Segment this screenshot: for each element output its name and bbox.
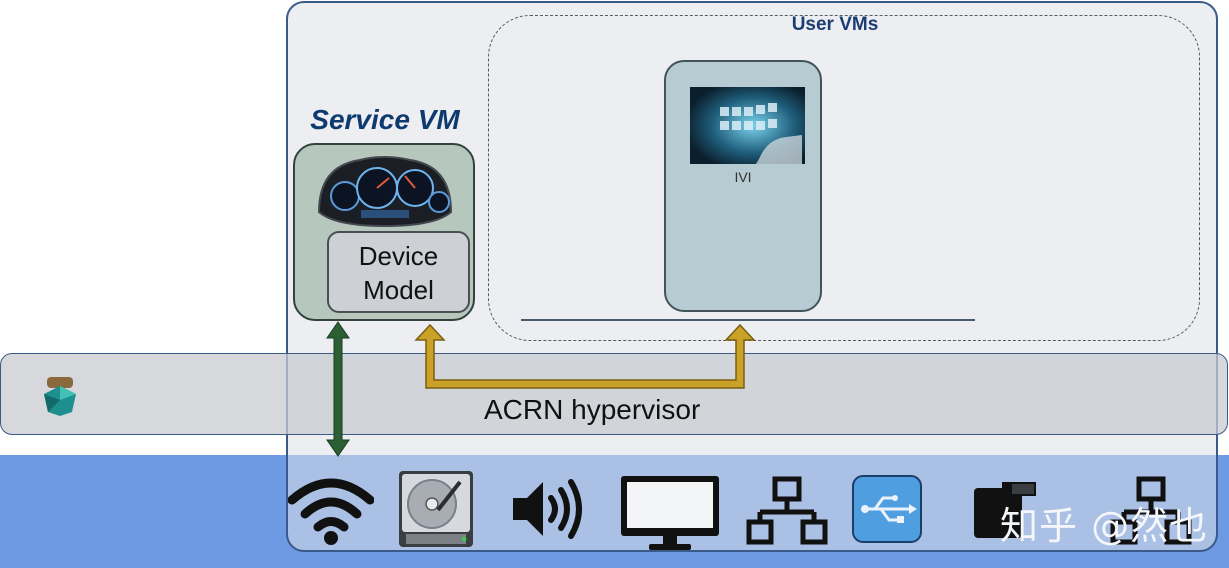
device-model-line2: Model [363, 275, 434, 305]
hypervisor-band [0, 353, 1228, 435]
speaker-icon [513, 479, 582, 539]
camera-icon [974, 482, 1036, 538]
ivi-screen-icon [690, 87, 805, 164]
watermark-text: 知乎 @然也 [1000, 504, 1209, 548]
device-model-line1: Device [358, 241, 439, 271]
ivi-label: IVI [734, 169, 752, 185]
device-model-box: Device Model [327, 231, 470, 313]
network-icon [746, 476, 828, 545]
service-vm-title: Service VM [310, 104, 460, 135]
hard-disk-icon [399, 471, 473, 547]
service-vm-hardware-arrow [326, 321, 350, 457]
acrn-logo-icon [44, 377, 76, 416]
wifi-icon [288, 478, 374, 545]
dashboard-cluster-icon [317, 156, 453, 228]
monitor-icon [621, 476, 719, 550]
user-vm-bus-line [521, 319, 975, 321]
network-icon-2 [1110, 476, 1192, 545]
user-vms-region [488, 15, 1200, 341]
device-model-ivi-arrow [414, 323, 756, 389]
usb-icon [852, 475, 922, 543]
hypervisor-label: ACRN hypervisor [484, 394, 701, 425]
user-vms-title: User VMs [791, 14, 879, 35]
